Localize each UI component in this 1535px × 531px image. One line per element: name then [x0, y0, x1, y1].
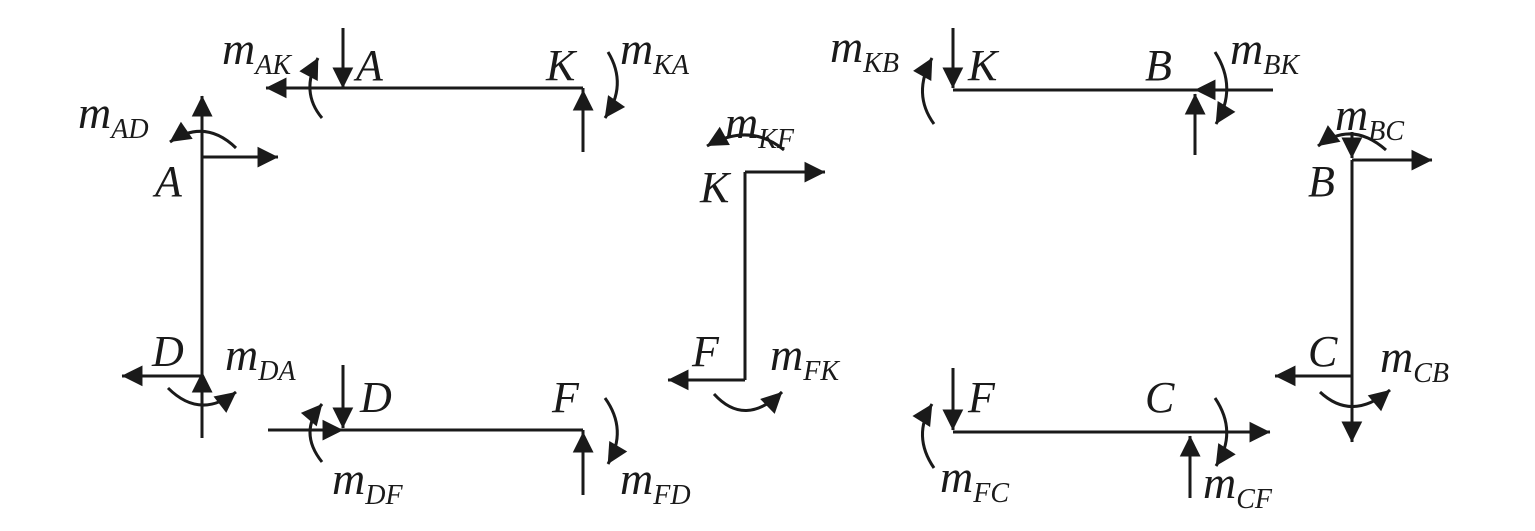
moment-label-kb: mKB	[830, 21, 899, 79]
moment-arc-kb	[913, 57, 936, 125]
moment-label-fk: mFK	[770, 329, 840, 387]
moment-arc-df	[300, 403, 324, 463]
moment-arc-bk	[1213, 51, 1236, 125]
moment-arc-kf	[706, 126, 785, 152]
moment-arc-fc	[912, 403, 936, 469]
moment-label-fc: mFC	[940, 451, 1009, 509]
moment-arc-fd	[603, 397, 628, 465]
moment-label-ak: mAK	[222, 23, 292, 81]
point-label-f: F	[691, 327, 720, 376]
moment-arc-ka	[603, 51, 626, 119]
column-kf: K F mKF mFK	[667, 97, 840, 414]
moment-label-fd: mFD	[620, 453, 691, 511]
column-ad: A D mAD mDA	[78, 87, 296, 438]
moment-label-cb: mCB	[1380, 331, 1449, 389]
point-label-k: K	[545, 41, 578, 90]
point-label-f: F	[967, 373, 996, 422]
column-bc: B C mBC mCB	[1274, 89, 1449, 443]
point-label-a: A	[353, 41, 384, 90]
moment-label-df: mDF	[332, 453, 403, 511]
point-label-f: F	[551, 373, 580, 422]
point-label-d: D	[359, 373, 392, 422]
point-label-k: K	[699, 163, 732, 212]
point-label-c: C	[1308, 327, 1338, 376]
moment-label-cf: mCF	[1203, 457, 1273, 515]
moment-label-kf: mKF	[725, 97, 795, 155]
beam-kb: K B mKB mBK	[830, 21, 1300, 155]
point-label-k: K	[967, 41, 1000, 90]
moment-label-bk: mBK	[1230, 23, 1300, 81]
moment-arc-bc	[1317, 125, 1387, 152]
moment-label-da: mDA	[225, 329, 296, 387]
beam-ak: A K mAK mKA	[222, 23, 690, 152]
moment-label-bc: mBC	[1335, 89, 1404, 147]
moment-arc-cb	[1318, 388, 1391, 412]
moment-arc-ak	[299, 57, 324, 119]
point-label-c: C	[1145, 373, 1175, 422]
moment-label-ad: mAD	[78, 87, 149, 145]
point-label-a: A	[152, 157, 183, 206]
moment-arc-da	[166, 386, 237, 413]
moment-arc-cf	[1213, 397, 1236, 467]
point-label-b: B	[1308, 157, 1335, 206]
moment-arc-ad	[169, 121, 238, 150]
point-label-d: D	[151, 327, 184, 376]
moment-label-ka: mKA	[620, 23, 690, 81]
beam-fc: F C mFC mCF	[912, 368, 1273, 515]
beam-df: D F mDF mFD	[268, 365, 691, 511]
point-label-b: B	[1145, 41, 1172, 90]
moment-arc-fk	[712, 390, 784, 414]
